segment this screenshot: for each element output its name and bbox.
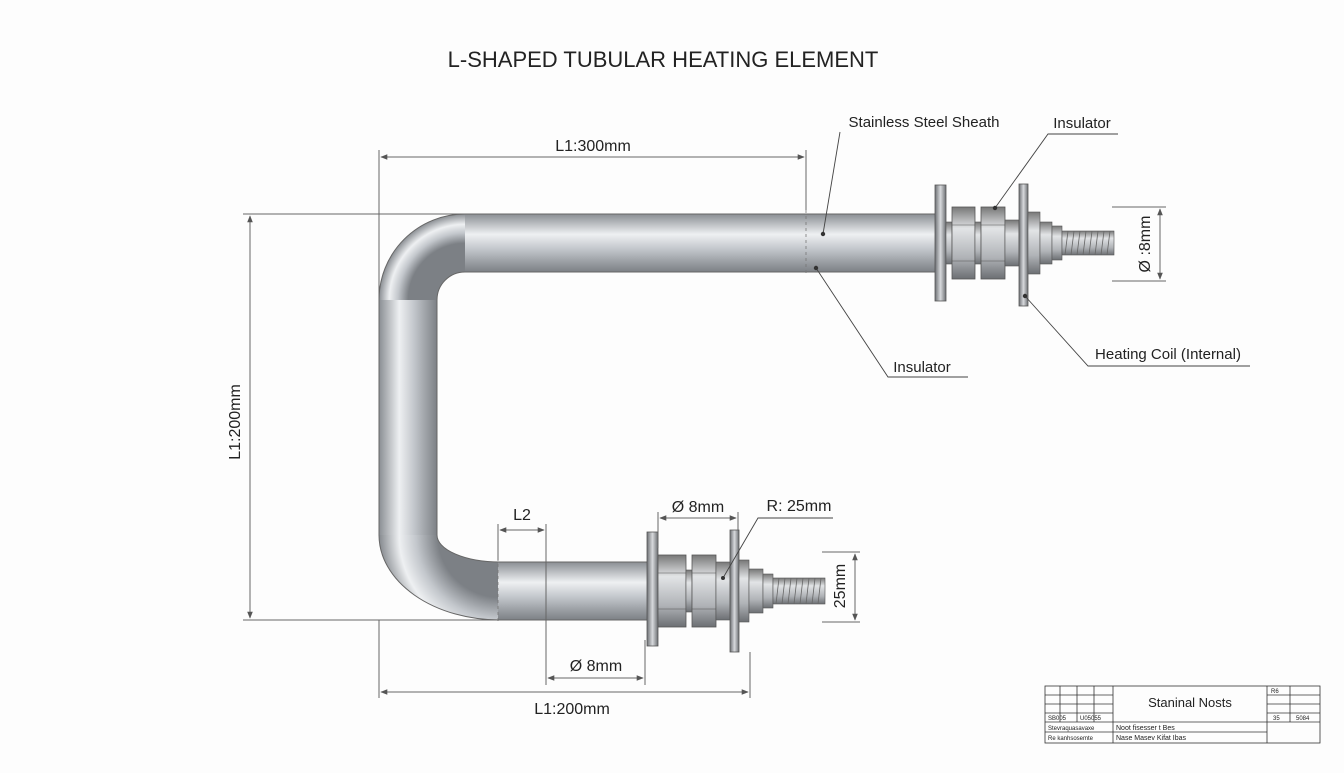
bottom-terminal-assembly [646, 529, 826, 653]
callout-heating-coil-label: Heating Coil (Internal) [1095, 346, 1241, 363]
dim-top-length: L1:300mm [378, 138, 807, 300]
title-block-r1-b: U05055 [1080, 716, 1102, 722]
dim-l2-label: L2 [513, 507, 531, 524]
title-block-r1-a: SB005 [1048, 716, 1067, 722]
top-hex-nut-1 [951, 206, 976, 280]
dim-vertical-length-label: L1:200mm [227, 384, 244, 460]
title-block-r3-mid: Nase Masev Kifat Ibas [1116, 735, 1187, 742]
drawing-title: L-SHAPED TUBULAR HEATING ELEMENT [448, 47, 879, 72]
dim-bottom-dia-lower-label: Ø 8mm [570, 658, 622, 675]
callout-insulator-mid-label: Insulator [893, 359, 951, 376]
title-block-r2-mid: Noot fisesser t Bes [1116, 725, 1175, 732]
dim-vertical-length: L1:200mm [227, 213, 500, 621]
dim-right-dia-top: Ø :8mm [1112, 206, 1166, 282]
tube-bottom-segment [498, 562, 650, 620]
top-flange [934, 184, 947, 302]
callout-insulator-top-label: Insulator [1053, 115, 1111, 132]
callout-sheath-label: Stainless Steel Sheath [849, 114, 1000, 131]
tube-top-bend [379, 214, 465, 300]
dim-bottom-length: L1:200mm [378, 620, 751, 718]
dim-bottom-length-label: L1:200mm [534, 701, 610, 718]
dim-right-dia-top-label: Ø :8mm [1137, 216, 1154, 273]
tube-vertical-segment [379, 300, 437, 535]
dim-bottom-dia-lower: Ø 8mm [547, 640, 646, 685]
title-block-name: Staninal Nosts [1148, 695, 1232, 710]
bottom-flange [646, 531, 659, 647]
callout-sheath: Stainless Steel Sheath [820, 114, 1000, 237]
dim-top-length-label: L1:300mm [555, 138, 631, 155]
top-terminal-assembly [934, 183, 1115, 307]
dim-bottom-dia-upper: Ø 8mm [657, 499, 739, 548]
callout-insulator-mid: Insulator [813, 265, 968, 378]
dim-radius-label: R: 25mm [767, 498, 832, 515]
dim-bottom-dia-upper-label: Ø 8mm [672, 499, 724, 516]
title-block-r3-left: Re kanhsosemte [1048, 736, 1094, 742]
bottom-hex-nut-1 [657, 554, 687, 628]
callout-insulator-top: Insulator [992, 115, 1118, 211]
top-washer [1018, 183, 1029, 307]
bottom-washer [729, 529, 740, 653]
title-block-top-right: R6 [1271, 689, 1279, 695]
title-block-r2-left: Stevraquasavaxe [1048, 726, 1095, 732]
dim-right-dia-bottom: 25mm [822, 551, 860, 623]
callout-heating-coil: Heating Coil (Internal) [1022, 293, 1250, 367]
bottom-threaded-stud [772, 577, 826, 605]
heating-tube [378, 210, 940, 624]
title-block-mid-right-a: 35 [1273, 716, 1280, 722]
title-block: Staninal Nosts SB005 U05055 Stevraquasav… [1044, 685, 1321, 744]
dim-l2: L2 [497, 507, 547, 685]
dim-right-dia-bottom-label: 25mm [832, 564, 849, 608]
tube-top-segment [465, 214, 940, 272]
bottom-hex-nut-2 [691, 554, 717, 628]
title-block-mid-right-b: 5084 [1296, 716, 1310, 722]
top-hex-nut-2 [980, 206, 1006, 280]
top-threaded-stud [1061, 230, 1115, 256]
tube-bottom-bend [379, 535, 500, 620]
dim-radius: R: 25mm [721, 498, 833, 580]
